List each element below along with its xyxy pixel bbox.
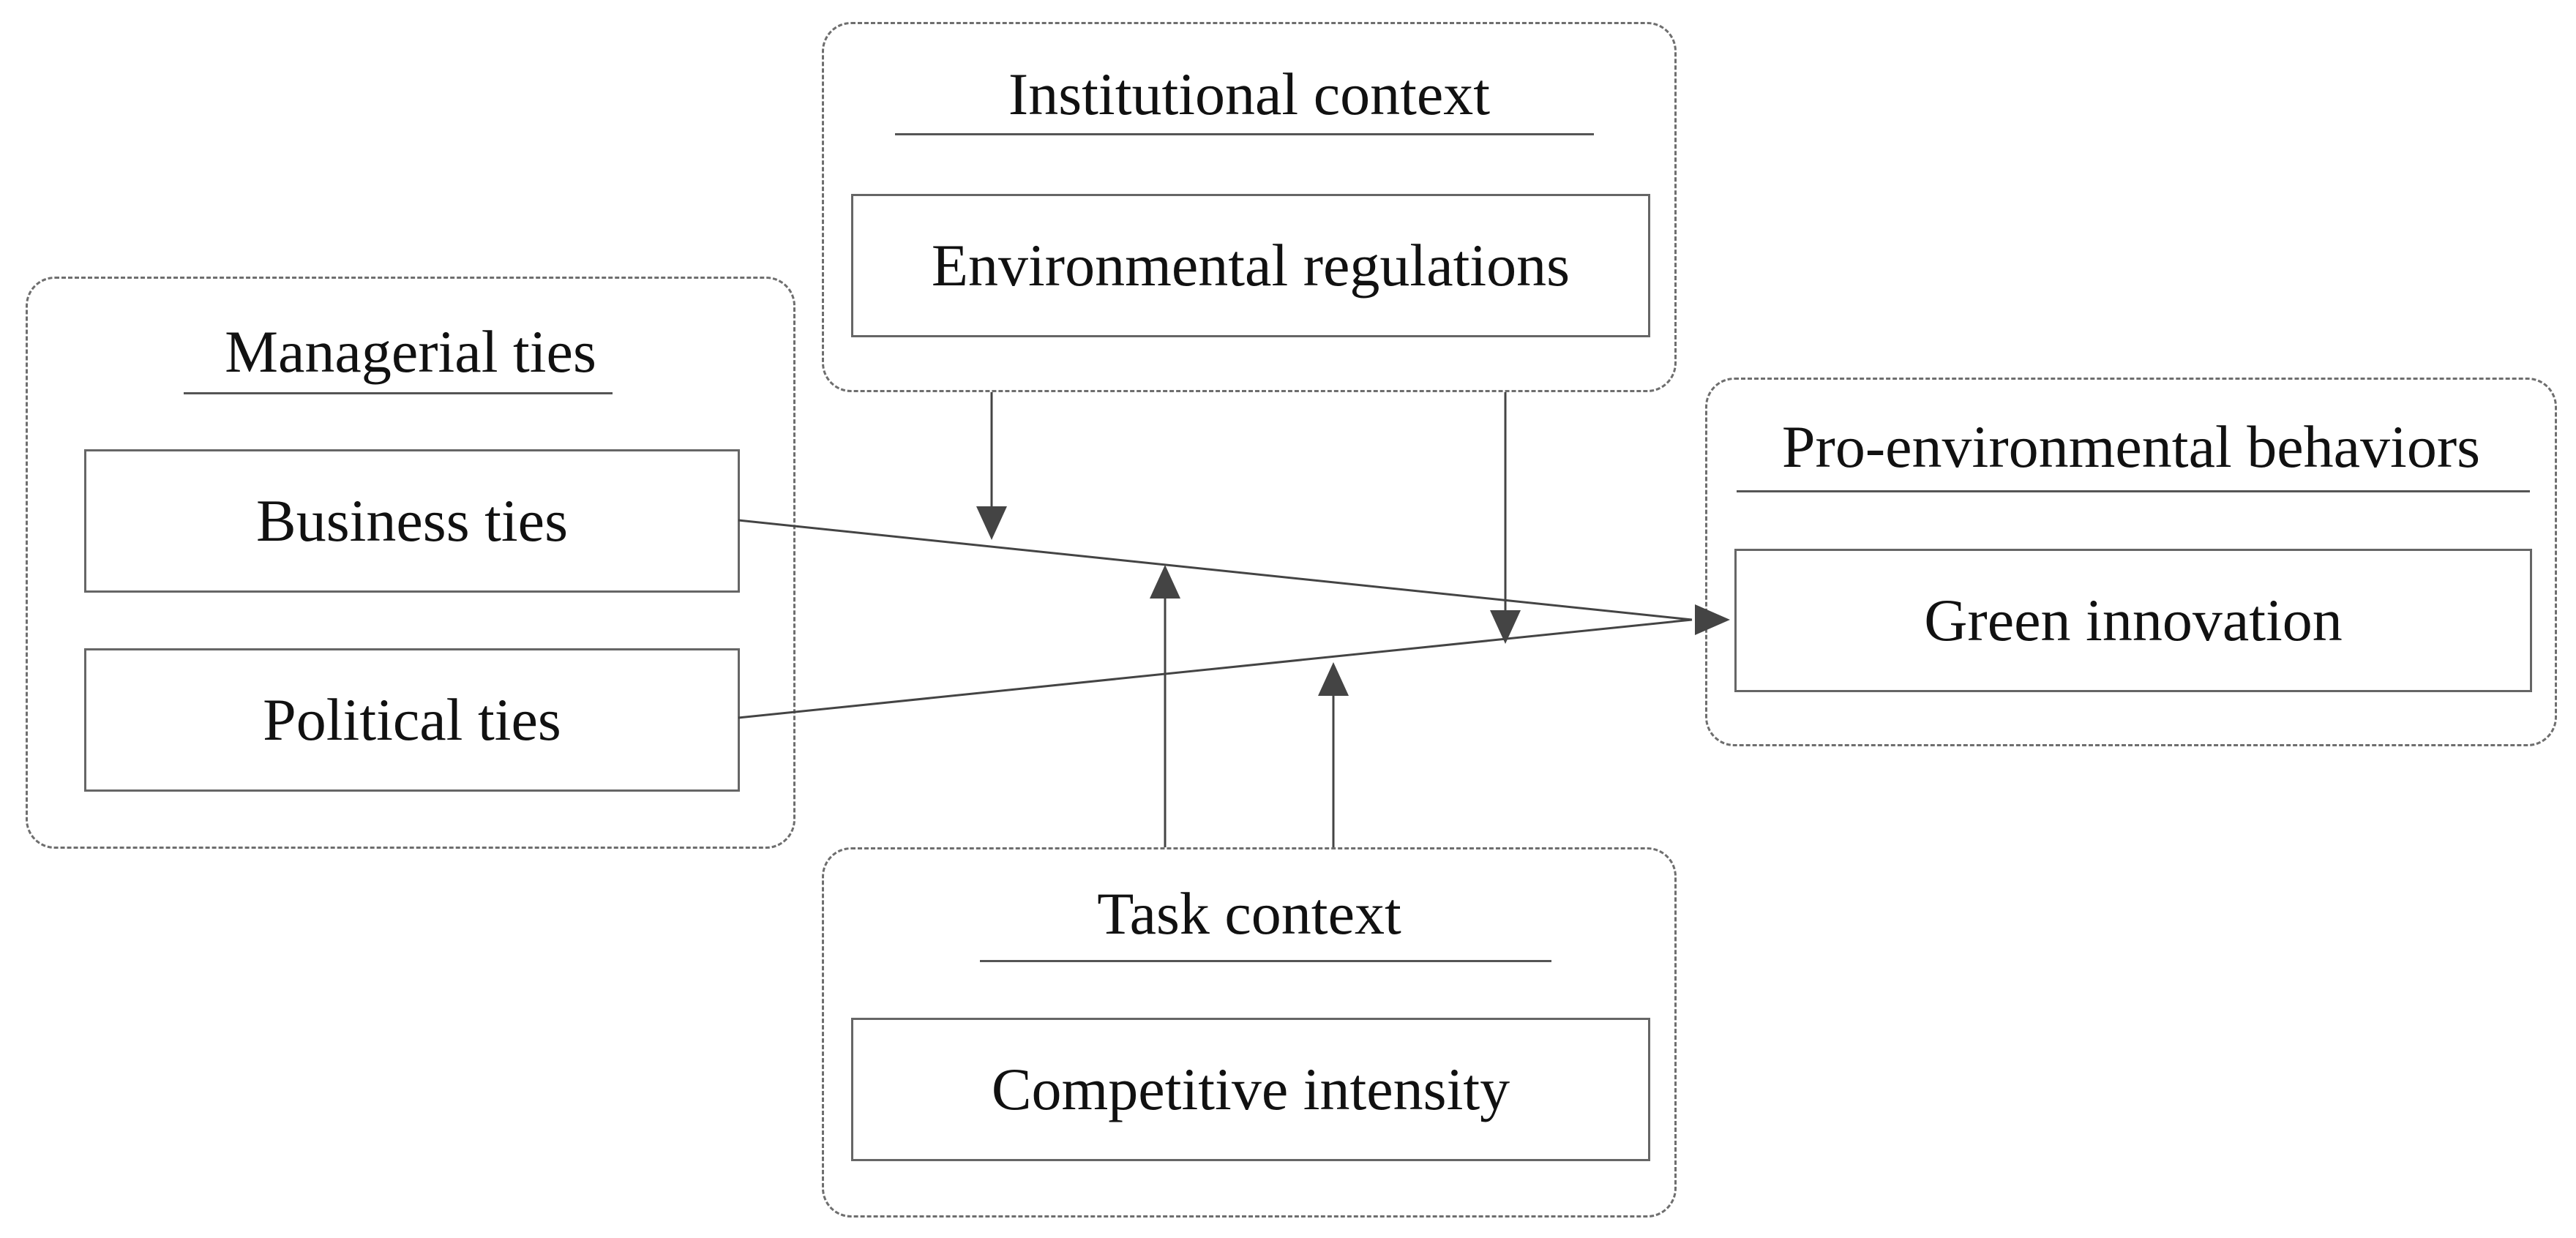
pro-environmental-behaviors-title-rule [1737, 490, 2530, 492]
env-reg-moderation-arrowhead-1 [976, 506, 1007, 540]
environmental-regulations-box: Environmental regulations [851, 194, 1650, 337]
comp-int-moderation-arrowhead-1 [1150, 565, 1180, 599]
managerial-ties-title: Managerial ties [225, 318, 596, 385]
comp-int-moderation-arrowhead-2 [1318, 662, 1349, 696]
task-context-group: Task context Competitive intensity [822, 847, 1677, 1218]
env-reg-moderation-arrowhead-2 [1490, 610, 1521, 644]
political-ties-box: Political ties [84, 648, 740, 792]
task-context-title-rule [980, 960, 1551, 962]
environmental-regulations-label: Environmental regulations [931, 232, 1570, 299]
business-ties-box: Business ties [84, 449, 740, 593]
business-to-green-innovation-line [738, 519, 1693, 621]
pro-environmental-behaviors-title: Pro-environmental behaviors [1781, 413, 2481, 480]
political-ties-label: Political ties [263, 686, 561, 753]
business-ties-label: Business ties [256, 487, 568, 554]
competitive-intensity-label: Competitive intensity [991, 1056, 1510, 1122]
managerial-ties-title-rule [184, 392, 613, 394]
institutional-context-title-rule [895, 133, 1594, 135]
pro-environmental-behaviors-group: Pro-environmental behaviors Green innova… [1705, 378, 2557, 746]
managerial-ties-group: Managerial ties Business ties Political … [26, 277, 795, 849]
institutional-context-group: Institutional context Environmental regu… [822, 22, 1677, 392]
political-to-green-innovation-line [738, 618, 1693, 719]
institutional-context-title: Institutional context [1008, 61, 1491, 127]
green-innovation-label: Green innovation [1924, 587, 2343, 653]
green-innovation-arrowhead [1695, 604, 1730, 635]
competitive-intensity-box: Competitive intensity [851, 1018, 1650, 1161]
green-innovation-box: Green innovation [1734, 549, 2532, 692]
task-context-title: Task context [1097, 880, 1401, 947]
